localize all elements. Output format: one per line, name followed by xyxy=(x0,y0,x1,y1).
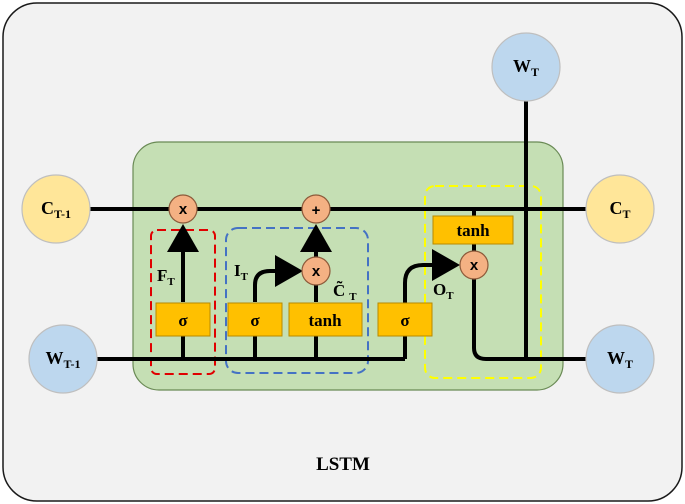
forget-gate-box xyxy=(150,229,216,375)
op-output-multiply: x xyxy=(459,250,489,280)
forget-sigma-label: σ xyxy=(178,311,188,330)
svg-text:WT-1: WT-1 xyxy=(46,348,81,371)
op-forget-multiply: x xyxy=(168,194,198,224)
gate-forget-sigma: σ xyxy=(155,302,211,337)
node-c-out: CT xyxy=(585,174,655,244)
node-w-prev: WT-1 xyxy=(28,324,98,394)
node-c-prev: CT-1 xyxy=(21,174,91,244)
output-sigma-label: σ xyxy=(400,311,410,330)
diagram-title: LSTM xyxy=(316,454,370,475)
candidate-tanh-label: tanh xyxy=(308,311,342,330)
op-cell-add: + xyxy=(301,194,331,224)
output-gate-box xyxy=(424,185,542,379)
gate-candidate-tanh: tanh xyxy=(288,302,363,337)
gate-input-sigma: σ xyxy=(227,302,283,337)
input-multiply-symbol: x xyxy=(312,263,321,280)
forget-gate-label: FT xyxy=(157,266,175,288)
op-input-multiply: x xyxy=(301,256,331,286)
svg-text:CT: CT xyxy=(609,198,630,221)
output-multiply-symbol: x xyxy=(470,257,479,274)
node-w-top: WT xyxy=(491,32,561,102)
gate-cell-tanh: tanh xyxy=(432,215,514,245)
cell-tanh-label: tanh xyxy=(456,221,490,240)
gate-output-sigma: σ xyxy=(377,302,433,337)
lstm-cell-block xyxy=(132,141,564,391)
input-sigma-label: σ xyxy=(250,311,260,330)
cell-add-symbol: + xyxy=(312,202,321,219)
svg-text:CT-1: CT-1 xyxy=(41,198,71,221)
node-w-out: WT xyxy=(585,324,655,394)
forget-multiply-symbol: x xyxy=(179,201,188,218)
svg-text:WT: WT xyxy=(513,56,539,79)
input-gate-box xyxy=(225,227,369,374)
svg-text:WT: WT xyxy=(607,348,633,371)
candidate-label: C̃T xyxy=(333,280,357,303)
input-gate-label: IT xyxy=(234,261,249,283)
output-gate-label: OT xyxy=(433,280,454,302)
